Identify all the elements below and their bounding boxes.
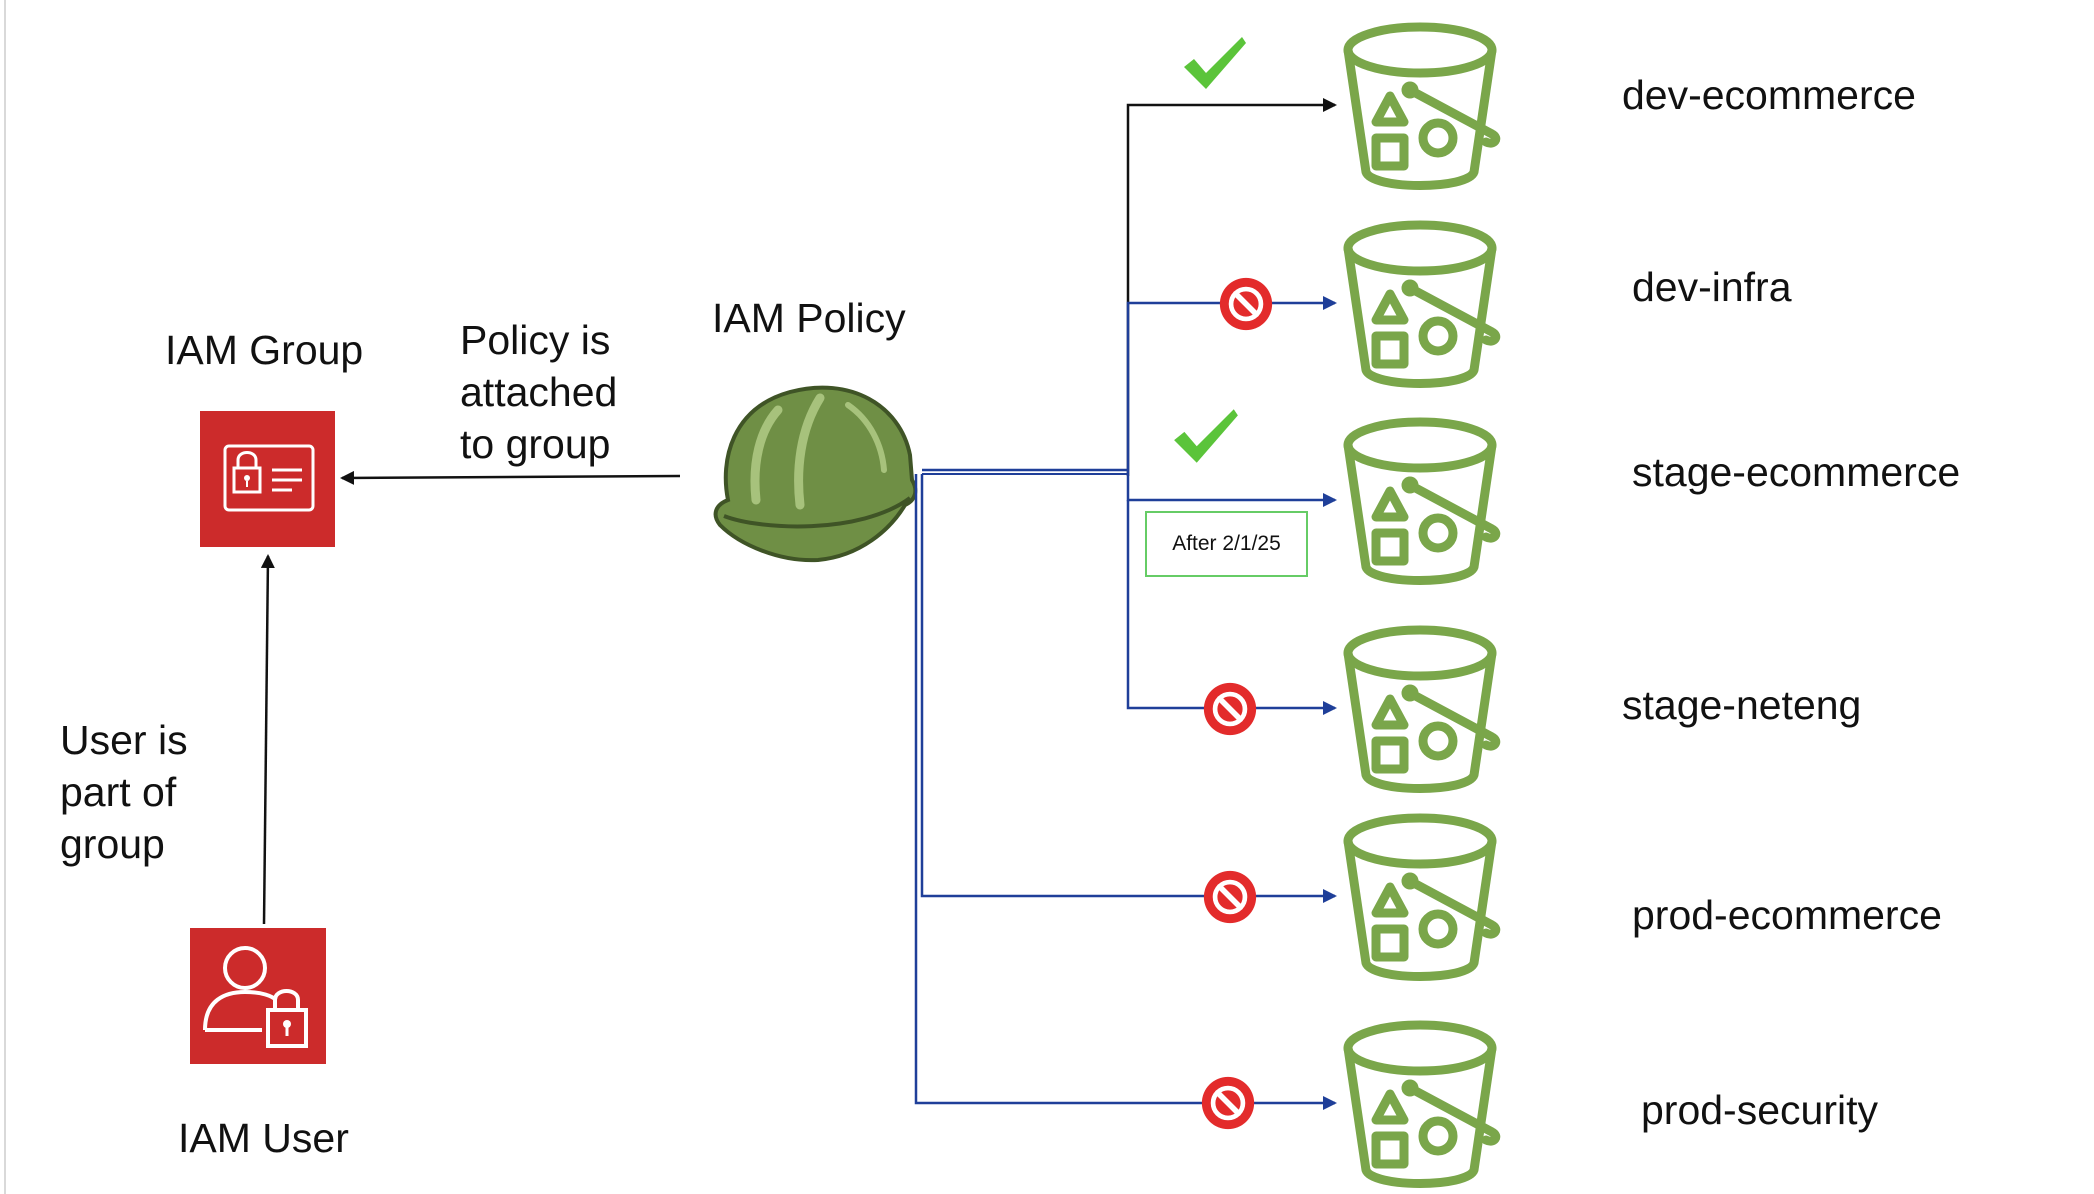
iam-group-label: IAM Group [165, 327, 364, 373]
bucket-label-stage-neteng: stage-neteng [1622, 682, 1862, 728]
user-to-group-arrow [260, 554, 275, 925]
checkmark-icon [1174, 409, 1238, 463]
iam-group-icon [200, 411, 335, 547]
s3-bucket-icon [1348, 630, 1496, 789]
user-part-of-group-label: User is part of group [60, 717, 188, 867]
s3-bucket-icon [1348, 1025, 1496, 1184]
no-entry-icon [1204, 871, 1256, 923]
checkmark-icon [1184, 37, 1246, 89]
bucket-label-dev-ecommerce: dev-ecommerce [1622, 72, 1916, 118]
page-left-border [4, 0, 6, 1194]
bucket-label-prod-ecommerce: prod-ecommerce [1632, 892, 1942, 938]
iam-user-icon [190, 928, 326, 1064]
policy-to-dev-infra-line [1126, 296, 1337, 474]
bucket-label-stage-ecommerce: stage-ecommerce [1632, 449, 1961, 495]
policy-to-group-arrow [340, 470, 681, 485]
s3-bucket-icon [1348, 422, 1496, 581]
no-entry-icon [1220, 278, 1272, 330]
iam-policy-label: IAM Policy [712, 295, 906, 341]
policy-to-prod-ecommerce-line [920, 474, 1337, 903]
date-condition-note: After 2/1/25 [1145, 511, 1308, 577]
bucket-label-prod-security: prod-security [1641, 1087, 1878, 1133]
hard-hat-icon [713, 385, 918, 563]
policy-attached-label: Policy is attached to group [460, 317, 618, 467]
s3-bucket-icon [1348, 27, 1496, 186]
no-entry-icon [1204, 683, 1256, 735]
policy-to-stage-ecommerce-line [1126, 474, 1337, 507]
no-entry-icon [1202, 1077, 1254, 1129]
iam-user-label: IAM User [178, 1115, 349, 1161]
policy-to-prod-security-line [914, 474, 1337, 1110]
policy-to-stage-neteng-line [1126, 500, 1337, 715]
bucket-label-dev-infra: dev-infra [1632, 264, 1792, 310]
s3-bucket-icon [1348, 818, 1496, 977]
s3-bucket-icon [1348, 225, 1496, 384]
